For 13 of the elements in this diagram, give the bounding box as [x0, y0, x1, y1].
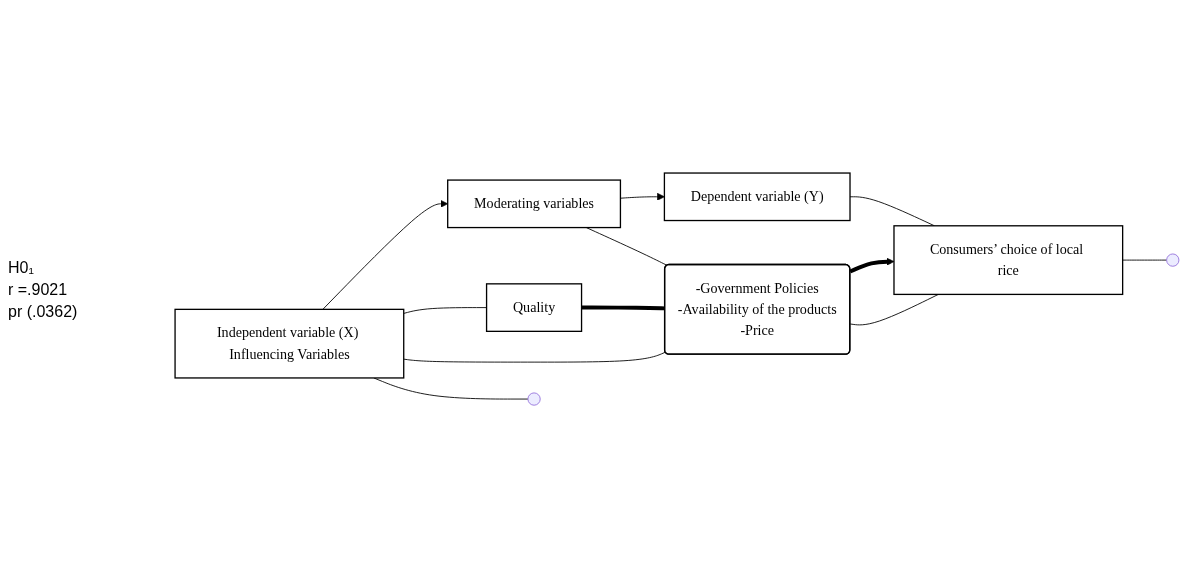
node-box: Independent variable (X) Influencing Variables [174, 309, 405, 379]
statistic-label: r =.9021 [8, 280, 69, 299]
connector [1122, 260, 1168, 261]
node-box: Quality [485, 283, 583, 333]
connector [849, 294, 939, 326]
connector [585, 227, 668, 267]
node-box: Dependent variable (Y) [663, 172, 851, 222]
statistic-label: H0₁ [8, 258, 35, 277]
connector [403, 307, 487, 315]
node-box: Moderating variables [447, 179, 622, 229]
connector [403, 352, 666, 363]
node-box: Consumers’ choice of local rice [893, 225, 1124, 296]
statistic-label: pr (.0362) [8, 302, 79, 321]
